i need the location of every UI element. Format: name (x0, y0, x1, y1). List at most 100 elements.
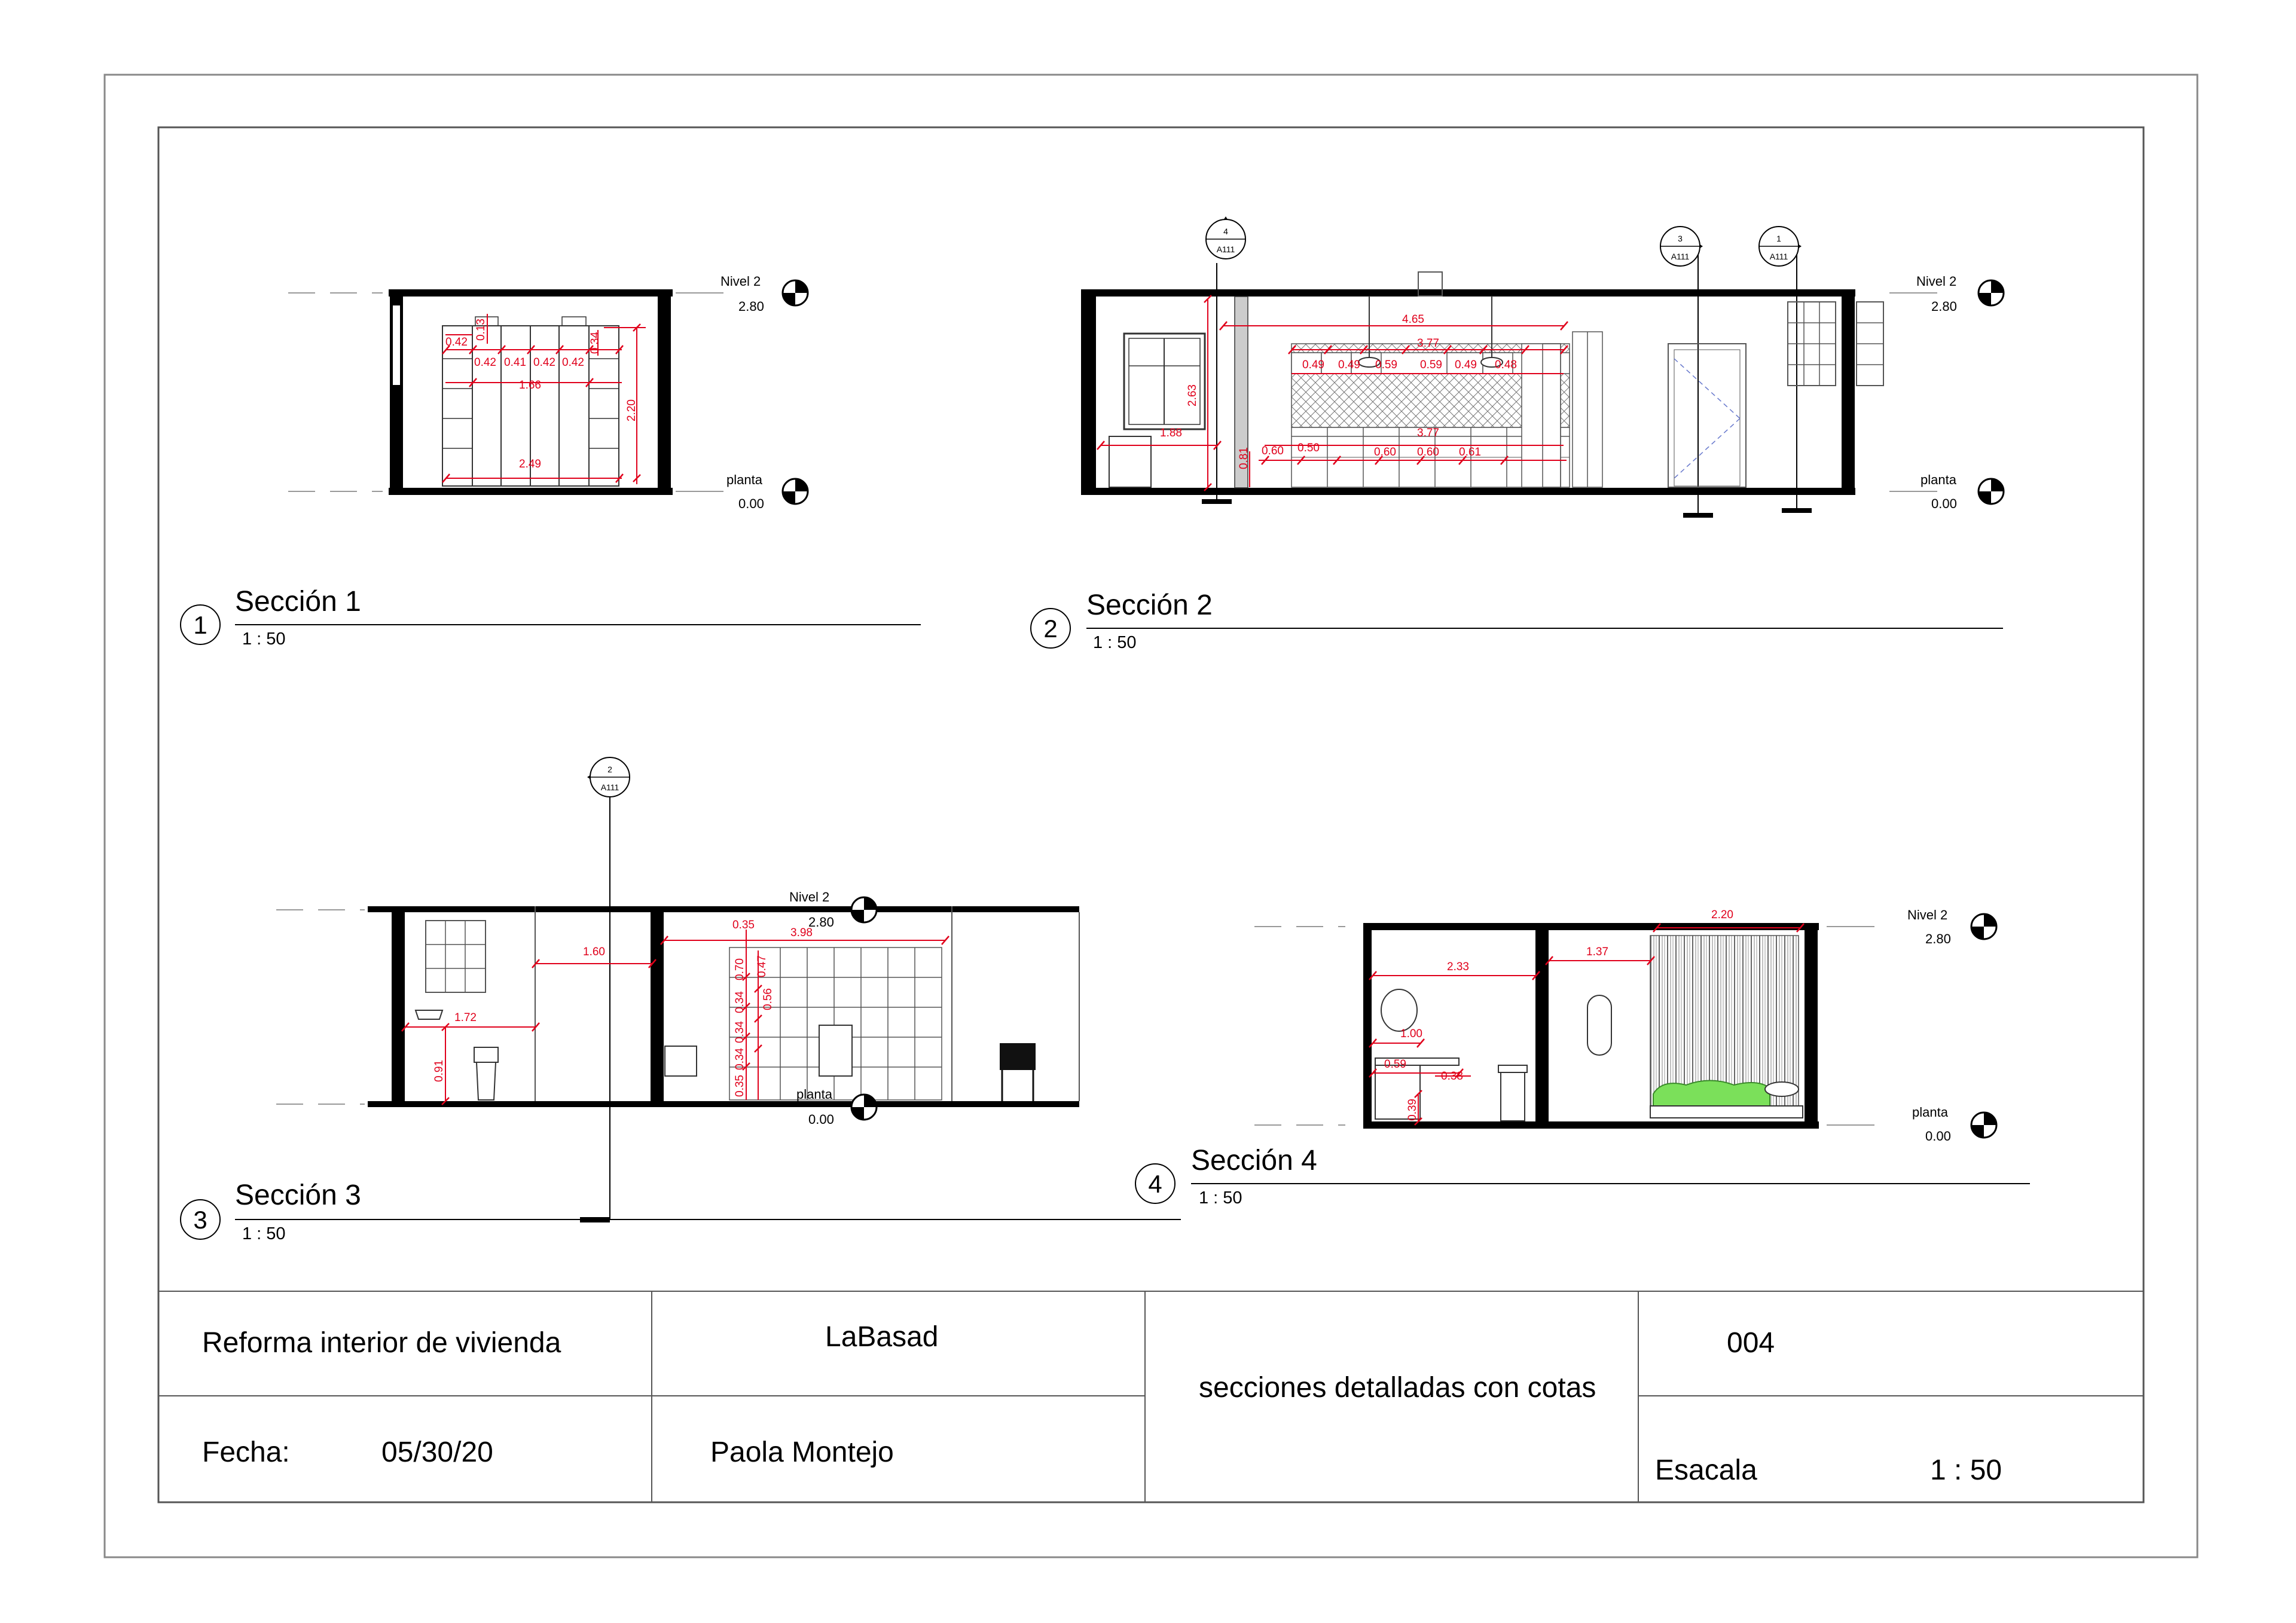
level-marker-icon (1970, 913, 1998, 940)
sheet-description: secciones detalladas con cotas (1199, 1372, 1596, 1404)
level-lower-value: 0.00 (1931, 496, 1957, 511)
section-marker-icon: 3 A111 (1660, 226, 1703, 267)
level-lower-value: 0.00 (1925, 1129, 1951, 1144)
svg-text:3: 3 (1678, 234, 1683, 243)
section-title: Sección 2 (1086, 589, 1213, 621)
section-scale: 1 : 50 (1093, 633, 1137, 652)
dim-label: 0.35 (732, 919, 755, 931)
level-lower-name: planta (796, 1087, 833, 1102)
level-marker-icon (1970, 1111, 1998, 1139)
dim-label: 1.00 (1400, 1028, 1422, 1040)
level-lower-value: 0.00 (808, 1112, 834, 1127)
dim-label: 0.60 (1374, 446, 1396, 459)
level-lower-name: planta (1921, 472, 1957, 487)
dim-label: 0.60 (1417, 446, 1439, 459)
dim-label: 0.49 (1455, 359, 1477, 371)
dim-label: 0.34 (589, 332, 602, 354)
svg-text:A111: A111 (601, 783, 619, 792)
dim-label: 0.49 (1302, 359, 1324, 371)
dim-label: 1.88 (1160, 427, 1182, 439)
inner-border (157, 126, 2145, 1503)
level-marker-icon (850, 1093, 878, 1121)
dim-label: 0.42 (562, 356, 584, 369)
dim-label: 0.42 (445, 336, 468, 349)
dim-label: 0.59 (1420, 359, 1442, 371)
level-upper-value: 2.80 (1925, 931, 1951, 946)
sheet-number: 004 (1727, 1327, 1775, 1359)
date-value: 05/30/20 (381, 1436, 493, 1468)
dim-label: 0.35 (734, 1075, 746, 1097)
dim-label: 0.39 (1406, 1099, 1419, 1121)
section-scale: 1 : 50 (242, 629, 286, 649)
level-upper-value: 2.80 (808, 915, 834, 930)
date-label: Fecha: (202, 1436, 290, 1468)
title-block: Reforma interior de vivienda LaBasad sec… (158, 1291, 2144, 1502)
dim-label: 0.38 (1441, 1070, 1463, 1083)
svg-text:2: 2 (607, 765, 612, 774)
section-marker-icon: 1 A111 (1758, 226, 1802, 267)
dim-label: 0.48 (1495, 359, 1517, 371)
author-name: Paola Montejo (710, 1436, 894, 1468)
dim-label: 0.42 (474, 356, 496, 369)
section-2-title: 2 Sección 2 1 : 50 (1030, 589, 2003, 652)
section-marker-icon: 4 A111 (1205, 216, 1246, 259)
level-marker-icon (850, 896, 878, 924)
dim-label: 2.20 (625, 399, 638, 421)
section-scale: 1 : 50 (242, 1224, 286, 1243)
dim-label: 4.65 (1402, 313, 1424, 326)
section-4-title: 4 Sección 4 1 : 50 (1135, 1145, 2030, 1208)
dim-label: 0.56 (762, 988, 774, 1010)
svg-text:A111: A111 (1217, 244, 1235, 254)
dim-label: 0.34 (734, 1048, 746, 1070)
level-marker-icon (1977, 279, 2005, 307)
dim-label: 1.72 (454, 1011, 477, 1024)
dim-label: 0.47 (756, 955, 768, 977)
level-upper-value: 2.80 (1931, 299, 1957, 314)
svg-text:A111: A111 (1671, 252, 1690, 261)
dim-label: 0.42 (533, 356, 555, 369)
dim-label: 3.77 (1417, 427, 1439, 439)
section-2-drawing: 4.65 3.77 0.49 0.49 0.59 0.59 0.49 0.48 … (1081, 216, 2005, 518)
section-3-title: 3 Sección 3 1 : 50 (180, 1179, 1181, 1243)
section-1-drawing: 0.42 0.13 0.42 0.41 0.42 0.42 0.34 1.66 … (288, 274, 809, 511)
dim-label: 0.91 (433, 1060, 445, 1082)
dim-label: 0.49 (1338, 359, 1360, 371)
svg-text:4: 4 (1148, 1170, 1162, 1198)
level-lower-name: planta (726, 472, 763, 487)
section-title: Sección 3 (235, 1179, 361, 1211)
dim-label: 0.61 (1459, 446, 1481, 459)
section-scale: 1 : 50 (1199, 1188, 1242, 1208)
level-lower-value: 0.00 (738, 496, 764, 511)
section-marker-icon: 2 A111 (587, 757, 630, 797)
level-upper-name: Nivel 2 (1907, 907, 1947, 922)
level-marker-icon (781, 478, 809, 505)
svg-text:1: 1 (1776, 234, 1781, 243)
level-marker-icon (1977, 478, 2005, 505)
dim-label: 1.60 (583, 946, 605, 958)
dim-label: 0.41 (504, 356, 526, 369)
dim-label: 2.49 (519, 458, 541, 470)
section-3-drawing: 0.35 3.98 1.60 0.70 0.47 0.56 0.34 0.34 … (276, 757, 1080, 1222)
dim-label: 0.34 (734, 1021, 746, 1043)
dim-label: 3.77 (1417, 337, 1439, 350)
section-1-title: 1 Sección 1 1 : 50 (180, 586, 921, 649)
dim-label: 0.60 (1262, 445, 1284, 457)
dim-label: 1.66 (519, 379, 541, 392)
svg-text:4: 4 (1223, 227, 1228, 236)
section-title: Sección 1 (235, 586, 361, 618)
level-marker-icon (781, 279, 809, 307)
level-upper-value: 2.80 (738, 299, 764, 314)
dim-label: 0.13 (475, 319, 487, 341)
outer-border (103, 74, 2199, 1558)
dim-label: 1.37 (1586, 946, 1608, 958)
svg-text:1: 1 (193, 611, 207, 639)
section-4-drawing: 2.20 2.33 1.37 1.00 0.59 0.38 0.39 Nivel… (1254, 907, 1998, 1144)
dim-label: 0.81 (1238, 447, 1250, 469)
svg-text:3: 3 (193, 1206, 207, 1234)
dim-label: 2.20 (1711, 909, 1733, 921)
dim-label: 0.70 (734, 958, 746, 980)
project-name: Reforma interior de vivienda (202, 1327, 561, 1359)
company-name: LaBasad (825, 1321, 939, 1353)
level-upper-name: Nivel 2 (720, 274, 761, 289)
